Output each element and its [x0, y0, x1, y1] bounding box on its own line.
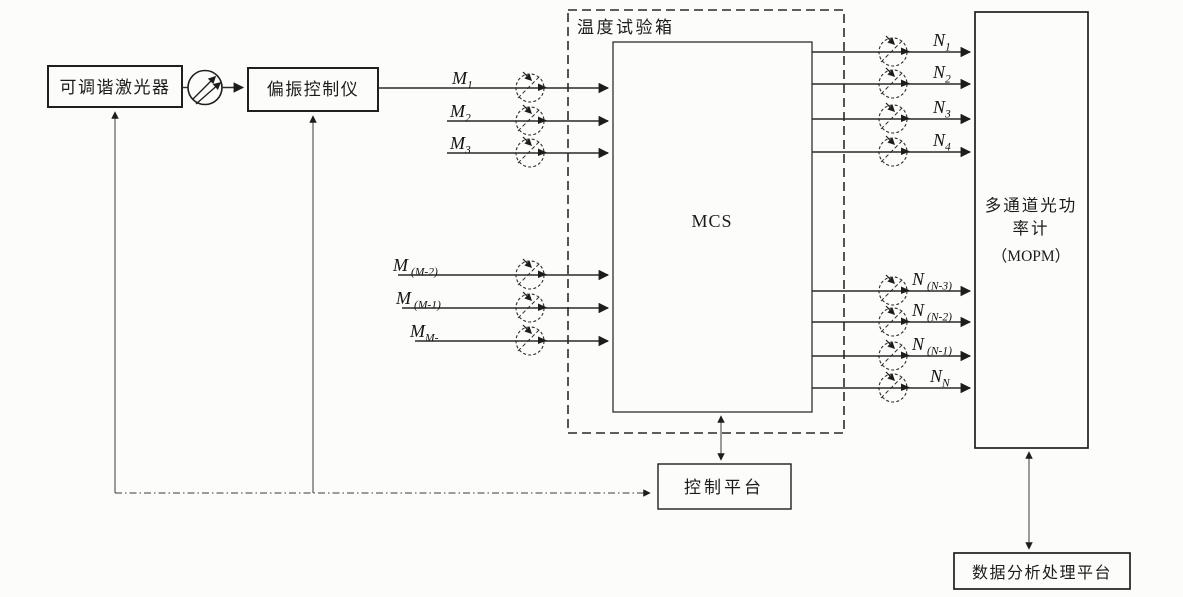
mopm-label-line1: 多通道光功	[985, 196, 1078, 215]
n2-connector-icon	[879, 68, 910, 98]
mcs-block: MCS	[612, 41, 813, 413]
output-channel-n4: N4	[812, 130, 972, 166]
m2-connector-icon	[516, 105, 547, 135]
n-last-label: NN	[929, 366, 951, 390]
output-channel-n-minus1: N(N-1)	[812, 334, 972, 370]
output-channel-n-last: NN	[812, 366, 972, 402]
input-channel-m-minus2: M(M-2)	[392, 255, 610, 289]
control-bus	[111, 111, 651, 497]
n-minus1-connector-icon	[879, 340, 910, 370]
input-channel-m-last: MM-	[409, 321, 610, 355]
m2-label: M2	[449, 101, 471, 125]
control-platform-label: 控制平台	[684, 478, 764, 497]
input-channel-m-minus1: M(M-1)	[395, 288, 610, 322]
polarization-controller-label: 偏振控制仪	[267, 80, 360, 99]
n-minus2-label: N(N-2)	[911, 300, 952, 324]
mopm-block: 多通道光功 率计 （MOPM）	[974, 11, 1089, 449]
m-last-connector-icon	[516, 325, 547, 355]
m-minus2-label: M(M-2)	[392, 255, 438, 279]
mopm-label-line3: （MOPM）	[992, 248, 1070, 265]
n2-label: N2	[932, 62, 951, 86]
m3-label: M3	[449, 133, 471, 157]
output-channel-n3: N3	[812, 97, 972, 133]
tunable-laser-label: 可调谐激光器	[60, 78, 171, 97]
m-last-label: MM-	[409, 321, 439, 345]
n-minus3-label: N(N-3)	[911, 269, 952, 293]
input-channel-m1: M1	[378, 68, 610, 102]
optical-isolator-icon	[182, 69, 245, 106]
n3-label: N3	[932, 97, 951, 121]
tunable-laser-block: 可调谐激光器	[47, 65, 183, 108]
n3-connector-icon	[879, 103, 910, 133]
temperature-chamber-label: 温度试验箱	[577, 18, 675, 37]
output-channel-n1: N1	[812, 30, 972, 66]
output-channel-n2: N2	[812, 62, 972, 98]
mopm-label-line2: 率计	[1013, 219, 1050, 238]
mcs-label: MCS	[691, 211, 732, 231]
m-minus1-connector-icon	[516, 292, 547, 322]
m1-label: M1	[451, 68, 473, 92]
control-platform-block: 控制平台	[657, 463, 792, 510]
n1-connector-icon	[879, 36, 910, 66]
m1-connector-icon	[516, 72, 547, 102]
n-minus2-connector-icon	[879, 306, 910, 336]
n-minus3-connector-icon	[879, 275, 910, 305]
output-channel-n-minus2: N(N-2)	[812, 300, 972, 336]
n4-label: N4	[932, 130, 951, 154]
input-channel-m2: M2	[447, 101, 610, 135]
data-platform-label: 数据分析处理平台	[972, 564, 1112, 582]
n1-label: N1	[932, 30, 951, 54]
n-last-connector-icon	[879, 372, 910, 402]
n-minus1-label: N(N-1)	[911, 334, 952, 358]
m-minus2-connector-icon	[516, 259, 547, 289]
data-platform-block: 数据分析处理平台	[953, 552, 1131, 590]
output-channel-n-minus3: N(N-3)	[812, 269, 972, 305]
n4-connector-icon	[879, 136, 910, 166]
input-channel-m3: M3	[447, 133, 610, 167]
m-minus1-label: M(M-1)	[395, 288, 441, 312]
m3-connector-icon	[516, 137, 547, 167]
temperature-chamber-box: 温度试验箱	[567, 9, 845, 434]
polarization-controller-block: 偏振控制仪	[247, 67, 379, 112]
